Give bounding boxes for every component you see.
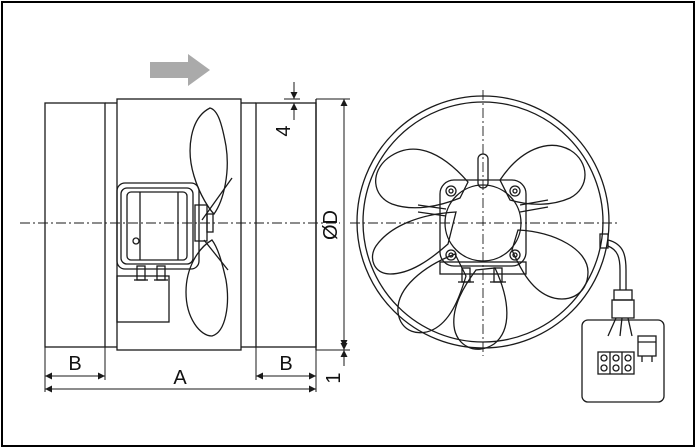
fan-housing: [116, 98, 242, 351]
dim-b-left-label: B: [68, 353, 81, 375]
dim-diameter-label: ØD: [320, 210, 342, 240]
front-view: [350, 90, 665, 403]
impeller-side: [185, 107, 233, 337]
dim-gap-top-label: 4: [273, 125, 295, 136]
cable: [607, 239, 627, 290]
dim-gap-bottom-label: 1: [323, 372, 345, 383]
capacitor: [637, 335, 657, 362]
dim-b-right-label: B: [279, 353, 292, 375]
impeller-blades: [371, 144, 589, 350]
dimension-lines: [44, 82, 350, 393]
dim-a-label: A: [173, 367, 187, 389]
left-collar: [44, 102, 106, 348]
cable-gland: [599, 233, 609, 249]
terminal-block: [597, 351, 635, 375]
terminal-box-icon: [581, 319, 665, 403]
flow-direction-arrow-icon: [150, 54, 210, 86]
right-collar: [255, 102, 317, 348]
side-view: [20, 54, 340, 351]
